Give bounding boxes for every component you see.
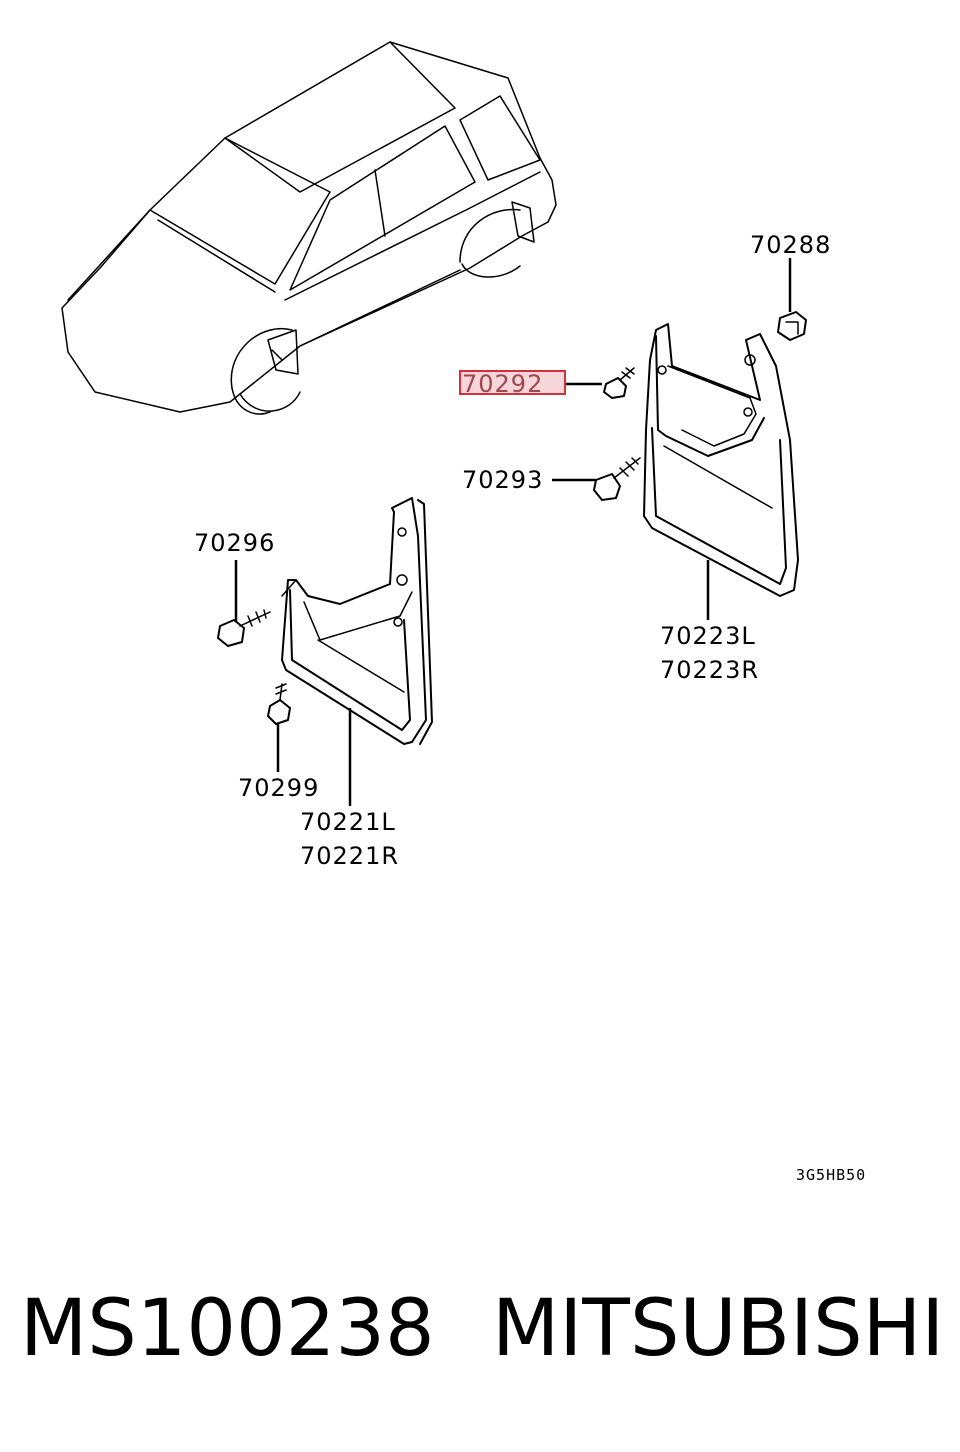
- front-mud-flap: [281, 497, 433, 745]
- label-70296: 70296: [194, 529, 275, 557]
- label-70293: 70293: [462, 466, 543, 494]
- label-70221R: 70221R: [300, 842, 399, 870]
- label-70223R: 70223R: [660, 656, 759, 684]
- label-70292[interactable]: 70292: [462, 370, 543, 398]
- label-70299: 70299: [238, 774, 319, 802]
- car-illustration: [61, 41, 557, 415]
- label-70288: 70288: [750, 231, 831, 259]
- diagram-code: 3G5HB50: [796, 1166, 866, 1184]
- footer-part-number: MS100238: [20, 1284, 435, 1374]
- screw-70299-icon: [267, 683, 291, 725]
- clip-70288-icon: [777, 311, 807, 341]
- footer: MS100238 MITSUBISHI: [0, 1290, 960, 1390]
- screw-70293-icon: [593, 457, 641, 501]
- footer-brand: MITSUBISHI: [492, 1284, 945, 1374]
- label-70221L: 70221L: [300, 808, 396, 836]
- screw-70296-icon: [217, 609, 271, 647]
- leader-lines: [234, 258, 792, 806]
- highlight-box: [459, 370, 566, 395]
- label-70223L: 70223L: [660, 622, 756, 650]
- screw-70292-icon: [603, 367, 635, 399]
- rear-mud-flap: [643, 323, 799, 597]
